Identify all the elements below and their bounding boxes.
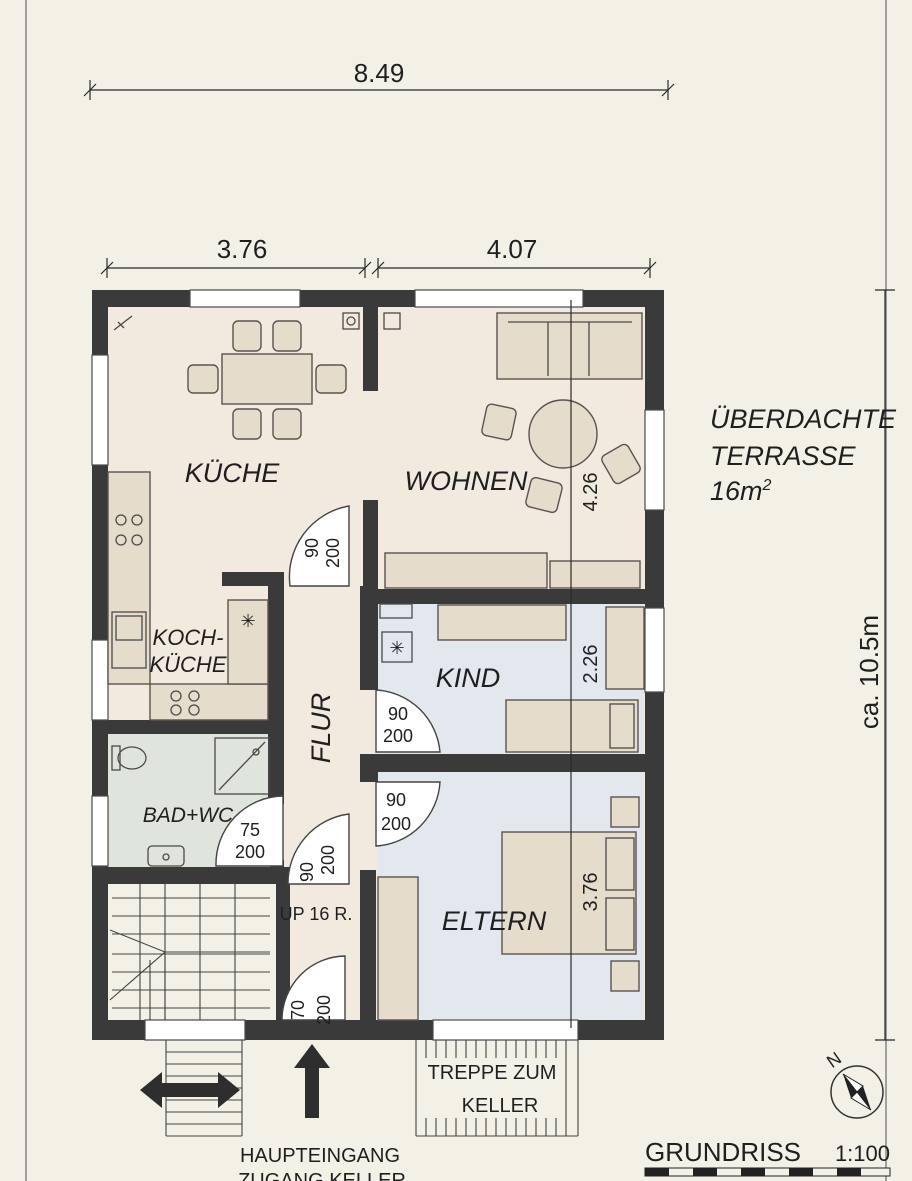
room-label-flur: FLUR (306, 693, 336, 764)
dim-label-total-width: 8.49 (354, 58, 405, 88)
svg-text:200: 200 (235, 842, 265, 862)
svg-text:200: 200 (314, 995, 334, 1025)
svg-text:200: 200 (381, 814, 411, 834)
staircase (109, 884, 270, 1020)
room-label-bad-wc: BAD+WC (143, 804, 234, 827)
room-label-wohnen: WOHNEN (405, 466, 528, 496)
svg-text:90: 90 (297, 862, 317, 882)
svg-text:90: 90 (302, 538, 322, 558)
room-label-eltern: ELTERN (442, 906, 547, 936)
door-kind[interactable]: 90 200 (375, 689, 441, 753)
dim-label-wohnen: 4.26 (580, 473, 602, 512)
windows (91, 289, 665, 1041)
svg-text:200: 200 (323, 538, 343, 568)
kind-furniture: ✳ (379, 603, 645, 753)
room-label-kueche: KÜCHE (185, 458, 281, 488)
svg-text:✳: ✳ (240, 611, 255, 631)
svg-text:200: 200 (383, 726, 413, 746)
dimension-total-width: 8.49 (83, 58, 675, 100)
dimension-left-width: 3.76 (100, 234, 372, 278)
north-arrow-icon: N (823, 1048, 884, 1119)
terrace-label: ÜBERDACHTE TERRASSE 16m2 (710, 404, 897, 506)
dim-label-eltern: 3.76 (580, 873, 602, 912)
entrance-label-2: ZUGANG KELLER (238, 1170, 406, 1181)
dimension-total-depth: ca. 10.5m (854, 289, 895, 1041)
north-label: N (823, 1048, 845, 1072)
svg-text:✳: ✳ (389, 638, 404, 658)
door-entry[interactable]: 70 200 (281, 955, 346, 1025)
svg-text:70: 70 (288, 1000, 308, 1020)
scale-bar (644, 1167, 891, 1177)
room-label-kochkueche-1: KOCH- (153, 625, 224, 650)
stairs-label: UP 16 R. (280, 904, 353, 924)
entry-arrow-icon (294, 1044, 330, 1118)
svg-text:75: 75 (240, 820, 260, 840)
svg-text:90: 90 (386, 790, 406, 810)
kitchen-counter: ✳ (107, 471, 269, 721)
plan-title: GRUNDRISS (645, 1137, 801, 1167)
floor-stairs (108, 884, 276, 1022)
room-label-kind: KIND (436, 663, 501, 693)
bathroom-fixtures (111, 737, 270, 867)
keller-label-1: TREPPE ZUM (428, 1062, 557, 1084)
svg-text:ÜBERDACHTE: ÜBERDACHTE (710, 404, 897, 434)
plan-scale: 1:100 (835, 1141, 890, 1166)
double-arrow-icon (140, 1072, 240, 1108)
dimension-right-width: 4.07 (371, 234, 657, 278)
sideboard (384, 552, 641, 589)
keller-label-bg (422, 1058, 564, 1118)
svg-text:16m2: 16m2 (710, 476, 772, 506)
door-kueche[interactable]: 90 200 (288, 505, 350, 587)
dining-table (187, 320, 347, 440)
dim-label-kind: 2.26 (580, 645, 602, 684)
round-table (481, 399, 641, 514)
eltern-furniture (377, 796, 640, 1021)
room-label-kochkueche-2: KÜCHE (149, 652, 226, 677)
door-eltern[interactable]: 90 200 (375, 781, 441, 847)
svg-text:TERRASSE: TERRASSE (710, 441, 857, 471)
dim-label-total-depth: ca. 10.5m (854, 615, 884, 729)
svg-text:90: 90 (388, 704, 408, 724)
dim-label-left-width: 3.76 (217, 234, 268, 264)
door-stairs[interactable]: 90 200 (287, 813, 350, 885)
entrance-label-1: HAUPTEINGANG (240, 1145, 400, 1167)
svg-text:200: 200 (318, 845, 338, 875)
sofa (496, 312, 643, 380)
door-bad[interactable]: 75 200 (215, 795, 284, 867)
keller-label-2: KELLER (462, 1095, 539, 1117)
dim-label-right-width: 4.07 (487, 234, 538, 264)
utility-icons (113, 312, 401, 331)
